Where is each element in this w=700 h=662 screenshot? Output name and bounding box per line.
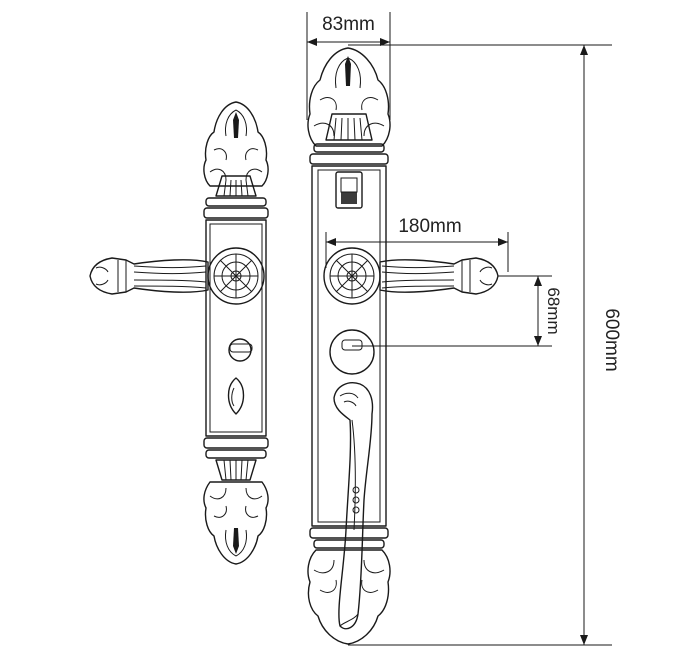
width-top-label: 83mm [322, 14, 375, 35]
total-height-label: 600mm [601, 308, 622, 371]
dimension-spindle-offset: 68mm [352, 275, 563, 347]
dimension-total-height: 600mm [348, 44, 622, 646]
spindle-offset-label: 68mm [544, 287, 563, 334]
dimension-width-top: 83mm [306, 12, 391, 120]
handle-span-label: 180mm [398, 216, 461, 237]
left-escutcheon [89, 101, 269, 565]
right-escutcheon [307, 47, 499, 645]
dimension-handle-span: 180mm [325, 216, 509, 272]
